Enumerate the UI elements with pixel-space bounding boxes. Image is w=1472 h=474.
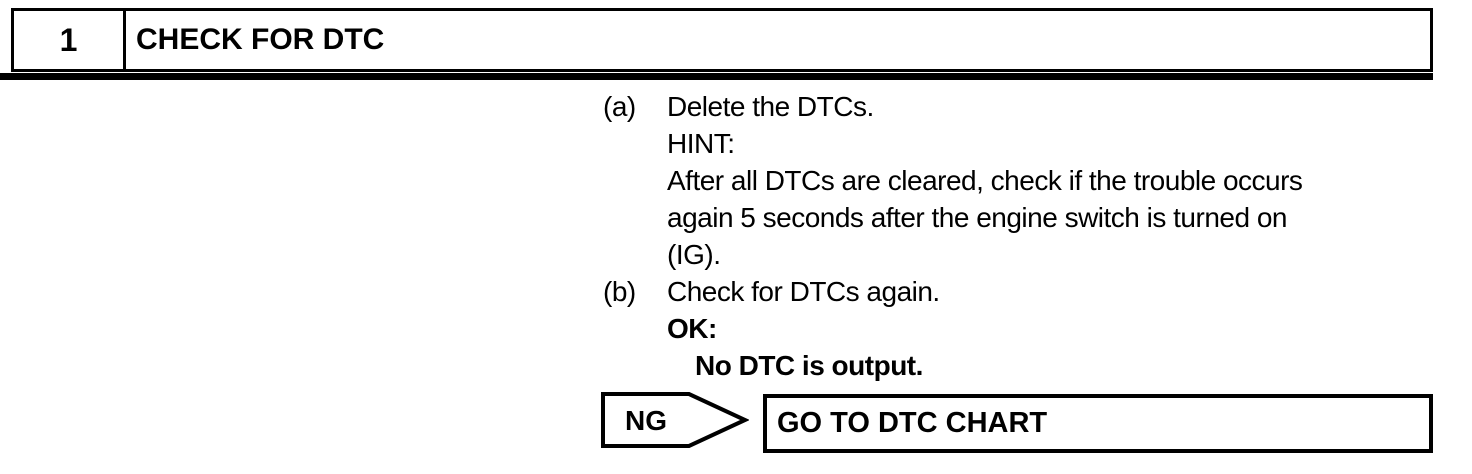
ng-arrow-shape [601, 392, 749, 448]
step-title-cell: CHECK FOR DTC [126, 11, 1430, 69]
procedure-line: again 5 seconds after the engine switch … [603, 199, 1302, 236]
procedure-line: (b) Check for DTCs again. [603, 273, 1302, 310]
procedure-line-label: (a) [603, 91, 636, 122]
ng-verdict-label: NG [625, 405, 667, 436]
procedure-line: OK: [603, 310, 1302, 347]
procedure-line-text: (IG). [667, 239, 721, 270]
step-number-cell: 1 [14, 11, 126, 69]
procedure-line-text: Delete the DTCs. [667, 91, 874, 122]
procedure-line-text: again 5 seconds after the engine switch … [667, 202, 1287, 233]
procedure-line: (IG). [603, 236, 1302, 273]
procedure-line: (a) Delete the DTCs. [603, 88, 1302, 125]
procedure-line-label [603, 310, 667, 347]
procedure-line-label [603, 236, 667, 273]
procedure-line-label [603, 162, 667, 199]
ng-arrow: NG [601, 392, 749, 448]
procedure-line: No DTC is output. [603, 347, 1302, 384]
procedure-line-text: OK: [667, 313, 717, 344]
procedure-line-text: No DTC is output. [695, 350, 923, 381]
procedure-line-label [603, 199, 667, 236]
procedure-line-label [603, 347, 667, 384]
procedure-line-label: (b) [603, 276, 636, 307]
step-title: CHECK FOR DTC [136, 23, 385, 56]
step-number: 1 [59, 21, 78, 58]
procedure-line-text: Check for DTCs again. [667, 276, 940, 307]
procedure-line: HINT: [603, 125, 1302, 162]
result-action-box: GO TO DTC CHART [763, 394, 1433, 453]
procedure-line: After all DTCs are cleared, check if the… [603, 162, 1303, 199]
procedure-line-label [603, 125, 667, 162]
procedure-text: (a) Delete the DTCs. HINT: After all DTC… [603, 88, 1303, 384]
step-header-table: 1 CHECK FOR DTC [11, 8, 1433, 72]
procedure-line-text: HINT: [667, 128, 735, 159]
result-action-label: GO TO DTC CHART [777, 407, 1048, 439]
procedure-line-text: After all DTCs are cleared, check if the… [667, 165, 1303, 196]
header-bottom-rule [0, 73, 1433, 80]
